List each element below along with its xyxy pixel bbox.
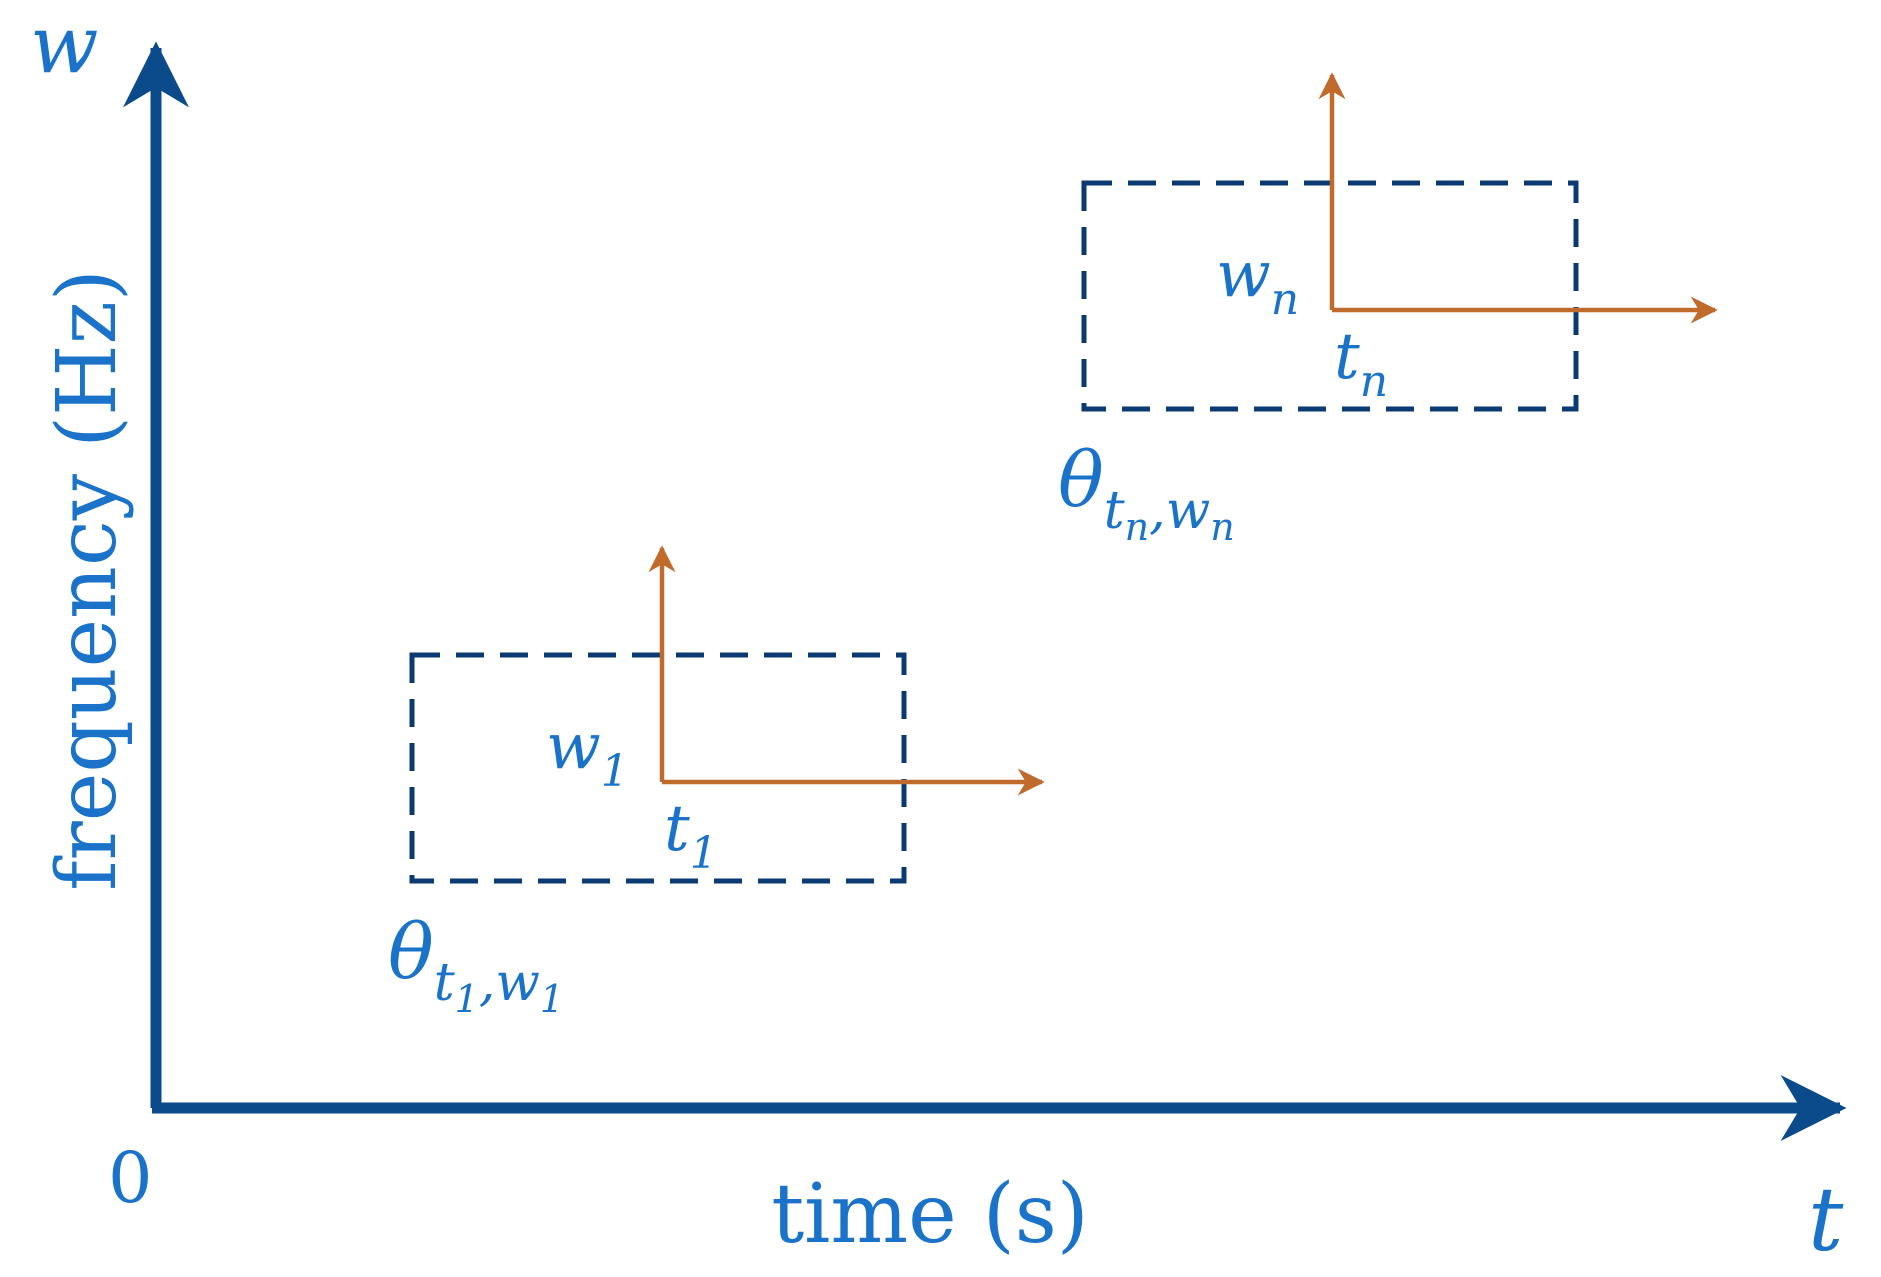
- atom-1-theta-label: θt1,w1: [388, 907, 564, 1021]
- origin-label: 0: [108, 1137, 153, 1219]
- atom-n-t-label: tn: [1334, 320, 1388, 407]
- atom-1-t-label: t1: [664, 792, 718, 879]
- x-axis-letter: t: [1808, 1168, 1844, 1271]
- x-axis-title: time (s): [771, 1167, 1089, 1262]
- atom-n: wn tn θtn,wn: [1058, 72, 1718, 549]
- atom-n-theta-label: θtn,wn: [1058, 435, 1235, 549]
- atom-1-box: [409, 652, 907, 884]
- y-axis-title: frequency (Hz): [40, 269, 135, 891]
- atom-1-w-label: w1: [546, 710, 629, 797]
- y-axis-letter: w: [30, 0, 98, 91]
- atom-1: w1 t1 θt1,w1: [388, 545, 1045, 1021]
- atom-n-w-label: wn: [1216, 238, 1299, 325]
